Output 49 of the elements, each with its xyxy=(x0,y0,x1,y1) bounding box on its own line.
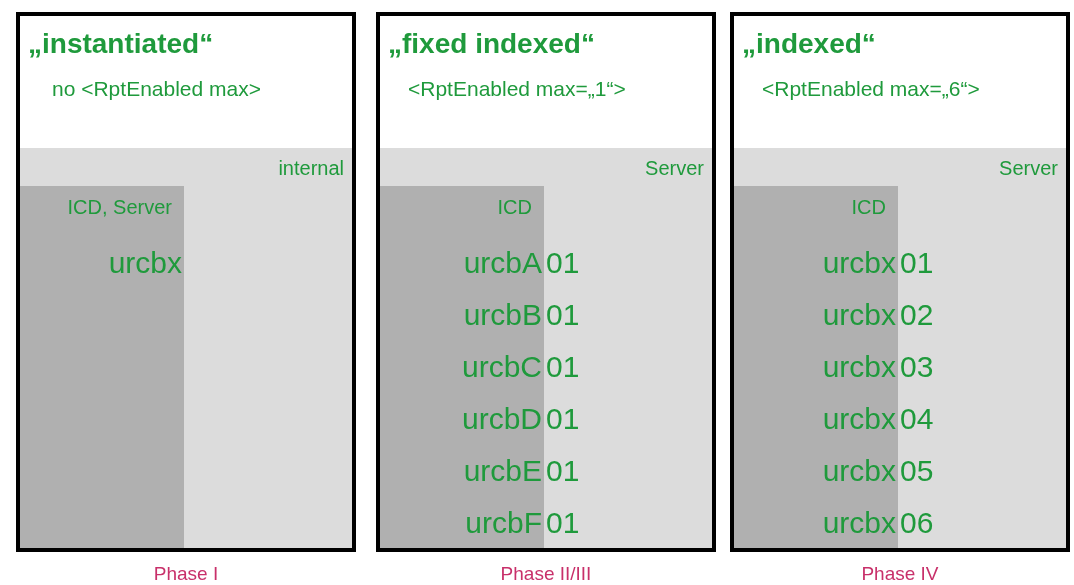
index-number: 06 xyxy=(900,508,934,538)
shaded-band xyxy=(380,148,712,548)
block-name: urcbx xyxy=(822,248,896,278)
index-number: 01 xyxy=(546,404,580,434)
panel-subtitle: <RptEnabled max=„6“> xyxy=(762,78,980,99)
block-name: urcbx xyxy=(822,300,896,330)
phase-caption: Phase I xyxy=(152,564,220,583)
block-name: urcbx xyxy=(108,248,182,278)
index-number: 01 xyxy=(546,248,580,278)
index-number: 05 xyxy=(900,456,934,486)
shaded-column xyxy=(734,186,898,548)
shaded-column xyxy=(20,186,184,548)
panel-title: „instantiated“ xyxy=(28,30,214,58)
phase-caption: Phase IV xyxy=(860,564,940,583)
index-number: 01 xyxy=(900,248,934,278)
panel-subtitle: <RptEnabled max=„1“> xyxy=(408,78,626,99)
panel-frame xyxy=(16,12,356,552)
panel-subtitle: no <RptEnabled max> xyxy=(52,78,261,99)
index-number: 03 xyxy=(900,352,934,382)
block-name: urcbE xyxy=(463,456,542,486)
index-number: 01 xyxy=(546,300,580,330)
area-label: ICD xyxy=(497,197,532,217)
index-number: 04 xyxy=(900,404,934,434)
index-number: 01 xyxy=(546,352,580,382)
panel-title: „fixed indexed“ xyxy=(388,30,595,58)
block-name: urcbA xyxy=(463,248,542,278)
shaded-band xyxy=(20,148,352,548)
panel-frame xyxy=(730,12,1070,552)
block-name: urcbB xyxy=(463,300,542,330)
shaded-band xyxy=(734,148,1066,548)
block-name: urcbC xyxy=(461,352,542,382)
panel-title: „indexed“ xyxy=(742,30,876,58)
area-label: ICD, Server xyxy=(67,197,172,217)
block-name: urcbx xyxy=(822,508,896,538)
index-number: 01 xyxy=(546,508,580,538)
block-name: urcbF xyxy=(465,508,542,538)
area-label: Server xyxy=(999,158,1058,178)
block-name: urcbx xyxy=(822,456,896,486)
block-name: urcbD xyxy=(461,404,542,434)
area-label: ICD xyxy=(851,197,886,217)
block-name: urcbx xyxy=(822,352,896,382)
block-name: urcbx xyxy=(822,404,896,434)
shaded-column xyxy=(380,186,544,548)
index-number: 02 xyxy=(900,300,934,330)
area-label: internal xyxy=(278,158,344,178)
panel-frame xyxy=(376,12,716,552)
phase-caption: Phase II/III xyxy=(499,564,593,583)
index-number: 01 xyxy=(546,456,580,486)
area-label: Server xyxy=(645,158,704,178)
